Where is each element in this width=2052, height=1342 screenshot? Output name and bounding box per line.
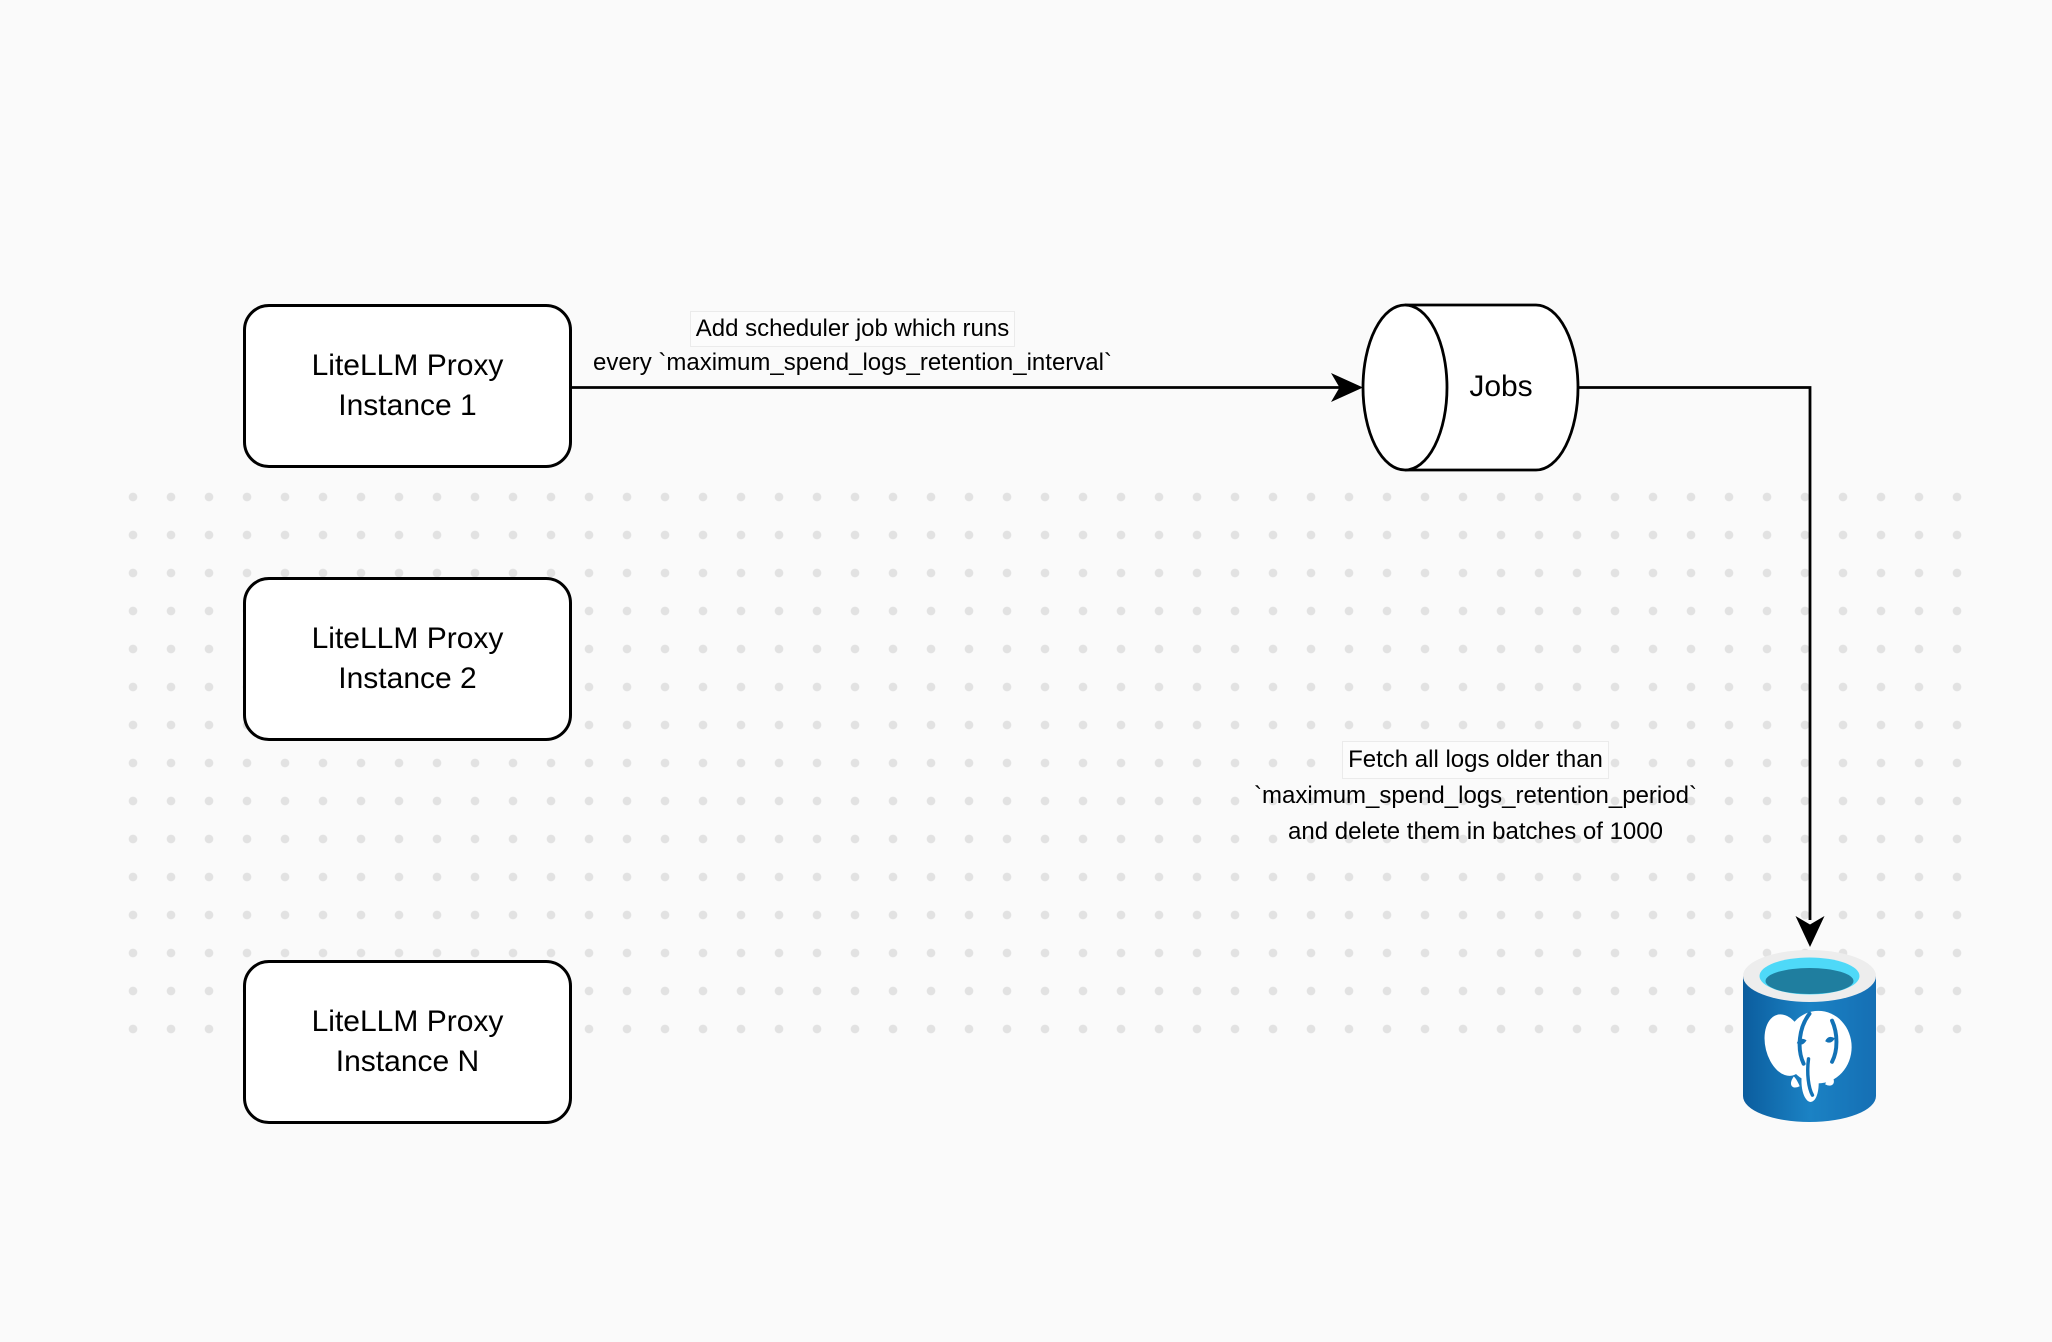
edge-label-line: `maximum_spend_logs_retention_period`	[1254, 782, 1697, 809]
edge-label-add-scheduler-job: Add scheduler job which runs every `maxi…	[570, 311, 1135, 380]
dot-grid-background	[114, 478, 1976, 1048]
node-jobs-cylinder	[1361, 303, 1580, 472]
node-litellm-proxy-instance-n: LiteLLM Proxy Instance N	[243, 960, 572, 1124]
db-top-liquid-shade	[1765, 968, 1854, 994]
edge-label-line-bg: Add scheduler job which runs	[689, 311, 1016, 347]
edge-label-fetch-and-delete: Fetch all logs older than `maximum_spend…	[1213, 741, 1738, 850]
postgresql-database-icon	[1743, 950, 1876, 1122]
node-litellm-proxy-instance-1: LiteLLM Proxy Instance 1	[243, 304, 572, 468]
edge-label-line: Fetch all logs older than	[1213, 741, 1738, 779]
arrowhead-down-icon	[1795, 916, 1825, 947]
node-label-line: LiteLLM Proxy	[311, 349, 504, 382]
node-label-line: Instance N	[335, 1045, 480, 1078]
edge-label-line: Add scheduler job which runs	[570, 311, 1135, 347]
edge-fetch-and-delete	[1578, 386, 1825, 947]
arrowhead-right-icon	[1331, 373, 1363, 402]
postgresql-elephant-icon	[1764, 1010, 1852, 1102]
node-litellm-proxy-instance-2: LiteLLM Proxy Instance 2	[243, 577, 572, 741]
edge-label-line-bg: Fetch all logs older than	[1342, 741, 1609, 779]
edge-add-scheduler-job	[572, 373, 1363, 402]
node-label-line: LiteLLM Proxy	[311, 622, 504, 655]
node-label-line: LiteLLM Proxy	[311, 1005, 504, 1038]
node-jobs-label: Jobs	[1469, 370, 1533, 403]
edge-label-line: and delete them in batches of 1000	[1288, 818, 1663, 845]
edge-label-line: every `maximum_spend_logs_retention_inte…	[593, 349, 1112, 376]
node-label-line: Instance 1	[338, 389, 477, 422]
node-label-line: Instance 2	[338, 662, 477, 695]
